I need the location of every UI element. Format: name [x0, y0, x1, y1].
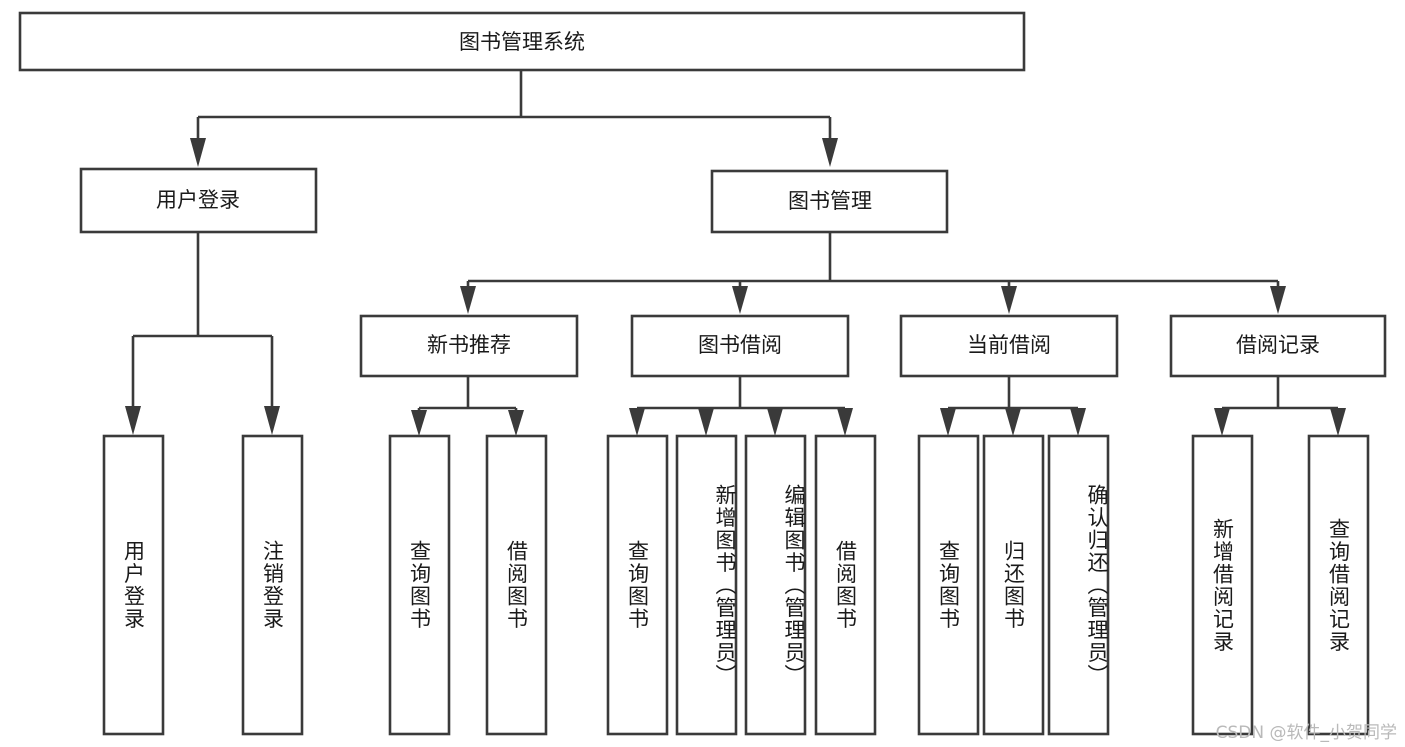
- node-current-borrow-box[interactable]: [899, 314, 1119, 378]
- arrowhead-newbook: [460, 286, 476, 314]
- node-current-borrow-label: 当前借阅: [967, 333, 1051, 357]
- leaf-box-add-book[interactable]: [675, 434, 738, 736]
- arrowhead-root-to-user-login: [190, 138, 206, 167]
- node-root[interactable]: 图书管理系统: [18, 11, 1026, 72]
- arrowhead-leaf-user-login: [125, 406, 141, 435]
- leaf-box-return-book[interactable]: [982, 434, 1045, 736]
- node-book-borrow-box[interactable]: [630, 314, 850, 378]
- node-borrow-record[interactable]: 借阅记录: [1169, 314, 1387, 378]
- node-current-borrow[interactable]: 当前借阅: [899, 314, 1119, 378]
- arrowhead-leaf-logout: [264, 406, 280, 435]
- leaf-box-user-login[interactable]: [102, 434, 165, 736]
- node-new-book-recommend-box[interactable]: [359, 314, 579, 378]
- arrowhead-borrow-edit: [767, 408, 783, 436]
- node-borrow-record-label: 借阅记录: [1236, 333, 1320, 357]
- arrowhead-record-add: [1214, 408, 1230, 436]
- leaf-box-query-book-borrow[interactable]: [606, 434, 669, 736]
- arrowhead-record: [1270, 286, 1286, 314]
- arrowhead-borrow-add: [698, 408, 714, 436]
- leaf-box-query-record[interactable]: [1307, 434, 1370, 736]
- arrowhead-borrow-lend: [837, 408, 853, 436]
- leaf-box-query-book-current[interactable]: [917, 434, 980, 736]
- node-book-manage-box[interactable]: [710, 169, 949, 234]
- node-book-manage[interactable]: 图书管理: [710, 169, 949, 234]
- arrowhead-newbook-query: [411, 410, 427, 436]
- arrowhead-record-query: [1330, 408, 1346, 436]
- leaf-box-lend-book[interactable]: [814, 434, 877, 736]
- leaf-box-edit-book[interactable]: [744, 434, 807, 736]
- connector-group-book-manage: [460, 233, 1286, 314]
- leaf-box-add-record[interactable]: [1191, 434, 1254, 736]
- node-book-borrow[interactable]: 图书借阅: [630, 314, 850, 378]
- node-new-book-recommend[interactable]: 新书推荐: [359, 314, 579, 378]
- leaf-box-confirm-return[interactable]: [1047, 434, 1110, 736]
- node-book-borrow-label: 图书借阅: [698, 333, 782, 357]
- node-borrow-record-box[interactable]: [1169, 314, 1387, 378]
- arrowhead-current-query: [940, 408, 956, 436]
- leaf-box-logout[interactable]: [241, 434, 304, 736]
- connector-group-user-login: [125, 233, 280, 435]
- arrowhead-borrow-query: [629, 408, 645, 436]
- arrowhead-root-to-book-manage: [822, 138, 838, 167]
- connector-group-borrow: [629, 377, 853, 436]
- node-root-label: 图书管理系统: [459, 30, 585, 54]
- arrowhead-current-return: [1005, 408, 1021, 436]
- leaf-box-borrow-book-newbook[interactable]: [485, 434, 548, 736]
- node-user-login-box[interactable]: [79, 167, 318, 234]
- node-user-login[interactable]: 用户登录: [79, 167, 318, 234]
- arrowhead-current-confirm: [1070, 408, 1086, 436]
- connector-group-current: [940, 377, 1086, 436]
- arrowhead-borrow: [732, 286, 748, 314]
- connector-group-newbook: [411, 377, 524, 436]
- connector-group-record: [1214, 377, 1346, 436]
- arrowhead-newbook-borrow: [508, 410, 524, 436]
- connector-group-root: [190, 70, 838, 167]
- node-root-box[interactable]: [18, 11, 1026, 72]
- leaf-box-query-book-newbook[interactable]: [388, 434, 451, 736]
- node-book-manage-label: 图书管理: [788, 189, 872, 213]
- node-user-login-label: 用户登录: [156, 188, 240, 212]
- node-new-book-recommend-label: 新书推荐: [427, 333, 511, 357]
- arrowhead-current: [1001, 286, 1017, 314]
